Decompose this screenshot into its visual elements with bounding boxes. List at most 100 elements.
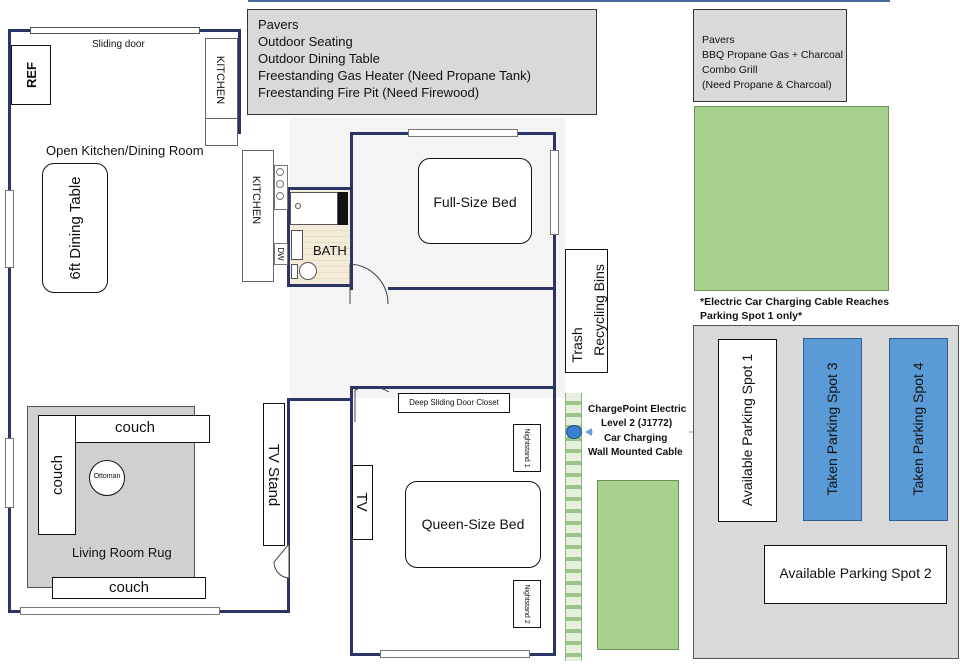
lawn-middle (597, 480, 679, 650)
wall-bath-left (287, 187, 290, 287)
nightstand-2-label: Nightstand 2 (523, 584, 531, 624)
nightstand-1-label: Nightstand 1 (523, 428, 531, 468)
wall-left-outer (8, 29, 11, 613)
queen-size-bed (405, 481, 541, 568)
recycling-label: Recycling Bins (591, 264, 607, 356)
kitchen-counter-side (242, 150, 274, 282)
parking-spot-3-label: Taken Parking Spot 3 (824, 362, 840, 496)
door-swing-icon (349, 263, 389, 305)
full-size-bed (418, 158, 532, 244)
wall-bath-top (287, 187, 353, 190)
open-kitchen-label: Open Kitchen/Dining Room (46, 143, 204, 158)
charger-line: ChargePoint Electric (588, 404, 687, 415)
window (408, 129, 518, 137)
couch-top (60, 415, 210, 443)
wall-bed2-left (350, 386, 353, 656)
window (550, 150, 559, 235)
parking-spot-4-label: Taken Parking Spot 4 (910, 362, 926, 496)
nightstand-2 (513, 580, 541, 628)
parking-note-line: Parking Spot 1 only* (700, 310, 803, 322)
kitchen-top-label: KITCHEN (214, 55, 226, 105)
sliding-door-track (30, 27, 200, 34)
ref-label: REF (23, 62, 39, 88)
refrigerator (11, 45, 51, 105)
tv-label: TV (353, 492, 371, 512)
trash-recycling-bins (565, 249, 608, 373)
bbq-note: Pavers BBQ Propane Gas + Charcoal Combo … (693, 9, 847, 102)
sliding-door-label: Sliding door (92, 39, 145, 50)
dining-table-label: 6ft Dining Table (66, 176, 84, 280)
wall-top-right-corner (238, 29, 241, 134)
door-swing-icon (354, 388, 390, 422)
window (5, 190, 14, 268)
parking-spot-2-label: Available Parking Spot 2 (779, 565, 932, 581)
kitchen-side-label: KITCHEN (250, 175, 262, 225)
couch-left-label: couch (48, 454, 66, 496)
shower-drain-icon (295, 203, 301, 209)
burner-icon (276, 168, 284, 176)
wall-right-outer (553, 132, 556, 656)
bath-label: BATH (313, 243, 347, 258)
nightstand-1 (513, 424, 541, 472)
bbq-note-line: Pavers (702, 34, 735, 46)
dw-label: DW (276, 247, 286, 261)
dishwasher (274, 243, 288, 265)
parking-spot-2 (764, 545, 947, 604)
tv-stand-label: TV Stand (265, 443, 283, 507)
charger-line: Level 2 (J1772) (601, 418, 673, 429)
burner-icon (276, 192, 284, 200)
dining-table (42, 163, 108, 293)
patio-note-line: Freestanding Fire Pit (Need Firewood) (258, 85, 480, 100)
full-bed-label: Full-Size Bed (433, 194, 517, 210)
ottoman-label: Ottoman (93, 473, 121, 480)
patio-note-line: Freestanding Gas Heater (Need Propane Ta… (258, 68, 531, 83)
burner-icon (276, 180, 284, 188)
parking-note-line: *Electric Car Charging Cable Reaches (700, 296, 890, 308)
window (20, 607, 220, 615)
shower-wall (338, 192, 348, 225)
parking-spot-1-label: Available Parking Spot 1 (739, 353, 755, 507)
patio-note-line: Pavers (258, 17, 299, 32)
window (380, 650, 530, 658)
patio-note-line: Outdoor Dining Table (258, 51, 380, 66)
wall-bed2-top (350, 386, 556, 389)
toilet-tank (291, 264, 298, 279)
parking-spot-3 (803, 338, 862, 521)
closet (398, 393, 510, 413)
tv (352, 465, 373, 540)
sink (291, 230, 303, 260)
charger-line: Wall Mounted Cable (588, 447, 683, 458)
rug-label: Living Room Rug (72, 545, 172, 560)
parking-spot-4 (889, 338, 948, 521)
toilet-icon (299, 262, 317, 280)
wall-living-right (287, 398, 290, 613)
patio-note: Pavers Outdoor Seating Outdoor Dining Ta… (247, 9, 597, 115)
parking-spot-1 (718, 339, 777, 522)
wall-bed1-bottom (388, 287, 556, 290)
top-edge-line (248, 0, 890, 2)
hedge-strip (565, 393, 582, 661)
bbq-note-line: BBQ Propane Gas + Charcoal (702, 49, 843, 61)
door-swing-icon (273, 542, 290, 579)
ev-charger-icon (566, 425, 582, 439)
lawn-top-right (694, 106, 889, 291)
tv-stand (263, 403, 285, 546)
trash-label: Trash (569, 327, 585, 363)
couch-bottom (52, 577, 206, 599)
ottoman (89, 460, 125, 496)
charger-line: Car Charging (604, 433, 668, 444)
patio-note-line: Outdoor Seating (258, 34, 353, 49)
wall-living-top (287, 398, 352, 401)
wall-bath-bottom (287, 284, 353, 287)
kitchen-counter-top (205, 38, 238, 146)
bbq-note-line: Combo Grill (702, 64, 758, 76)
couch-top-label: couch (114, 419, 156, 436)
wall-bed1-left (350, 132, 353, 290)
window (5, 438, 14, 508)
couch-bottom-label: couch (108, 579, 150, 596)
queen-bed-label: Queen-Size Bed (421, 516, 525, 532)
closet-label: Deep Sliding Door Closet (409, 398, 499, 407)
bbq-note-line: (Need Propane & Charcoal) (702, 79, 832, 91)
couch-left (38, 415, 76, 535)
kitchen-cabinet-line (205, 118, 238, 119)
